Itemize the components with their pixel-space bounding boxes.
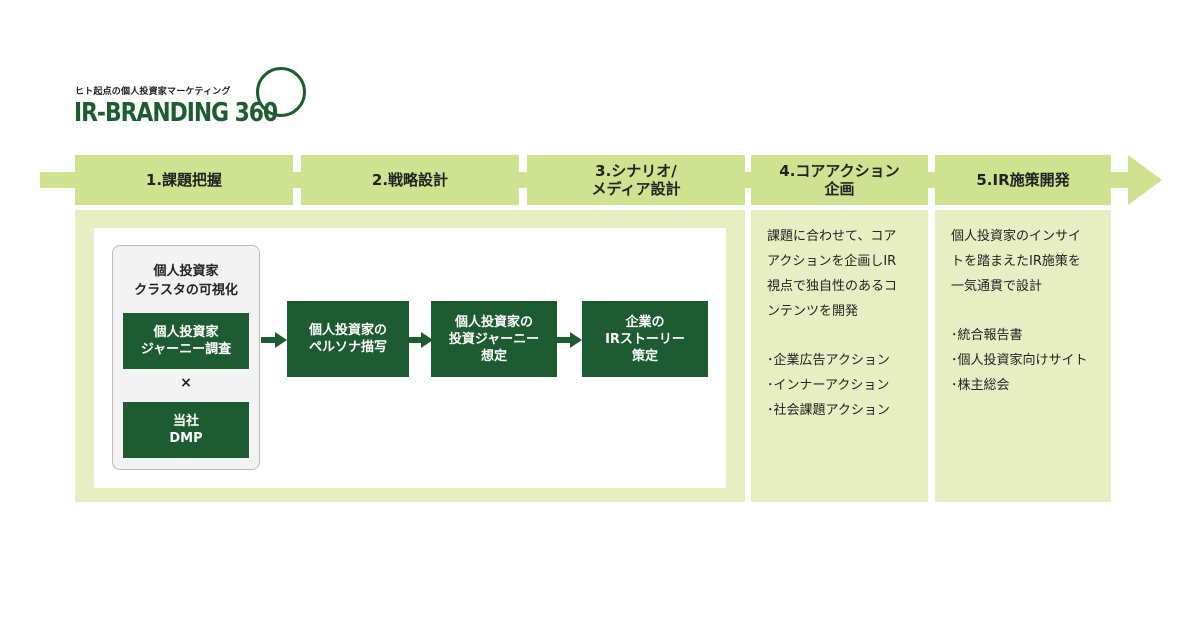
phase-5-panel	[935, 210, 1111, 502]
cluster-visualization-title: 個人投資家 クラスタの可視化	[134, 264, 238, 298]
investment-journey-box: 個人投資家の 投資ジャーニー 想定	[431, 301, 557, 377]
list-item: ･統合報告書	[951, 328, 1023, 343]
process-arrow-head-icon	[1128, 155, 1162, 205]
phase-3-header: 3.シナリオ/ メディア設計	[527, 155, 745, 205]
flow-arrow-icon	[556, 332, 582, 348]
ir-story-box: 企業の IRストーリー 策定	[582, 301, 708, 377]
core-action-description: 課題に合わせて、コア アクションを企画しIR 視点で独自性のあるコ ンテンツを開…	[767, 229, 898, 319]
phase-4-header: 4.コアアクション 企画	[751, 155, 928, 205]
dmp-box: 当社 DMP	[123, 402, 249, 458]
flow-arrow-icon	[407, 332, 433, 348]
list-item: ･社会課題アクション	[767, 403, 890, 418]
list-item: ･企業広告アクション	[767, 353, 890, 368]
list-item: ･インナーアクション	[767, 378, 890, 393]
phase-4-panel	[751, 210, 928, 502]
ir-measures-list: ･統合報告書 ･個人投資家向けサイト ･株主総会	[951, 323, 1111, 398]
phase-5-header: 5.IR施策開発	[935, 155, 1111, 205]
times-sign: ×	[180, 375, 192, 391]
phase-2-header: 2.戦略設計	[301, 155, 519, 205]
list-item: ･株主総会	[951, 378, 1010, 393]
list-item: ･個人投資家向けサイト	[951, 353, 1088, 368]
flow-arrow-icon	[261, 332, 287, 348]
ir-measures-description: 個人投資家のインサイ トを踏まえたIR施策を 一気通貫で設計	[951, 229, 1082, 294]
persona-box: 個人投資家の ペルソナ描写	[287, 301, 409, 377]
logo-ring-icon	[256, 67, 306, 117]
phase-1-header: 1.課題把握	[75, 155, 293, 205]
logo-tagline: ヒト起点の個人投資家マーケティング	[75, 87, 231, 97]
journey-survey-box: 個人投資家 ジャーニー調査	[123, 313, 249, 369]
logo-title: IR-BRANDING 360	[74, 98, 278, 128]
core-action-list: ･企業広告アクション ･インナーアクション ･社会課題アクション	[767, 348, 927, 423]
